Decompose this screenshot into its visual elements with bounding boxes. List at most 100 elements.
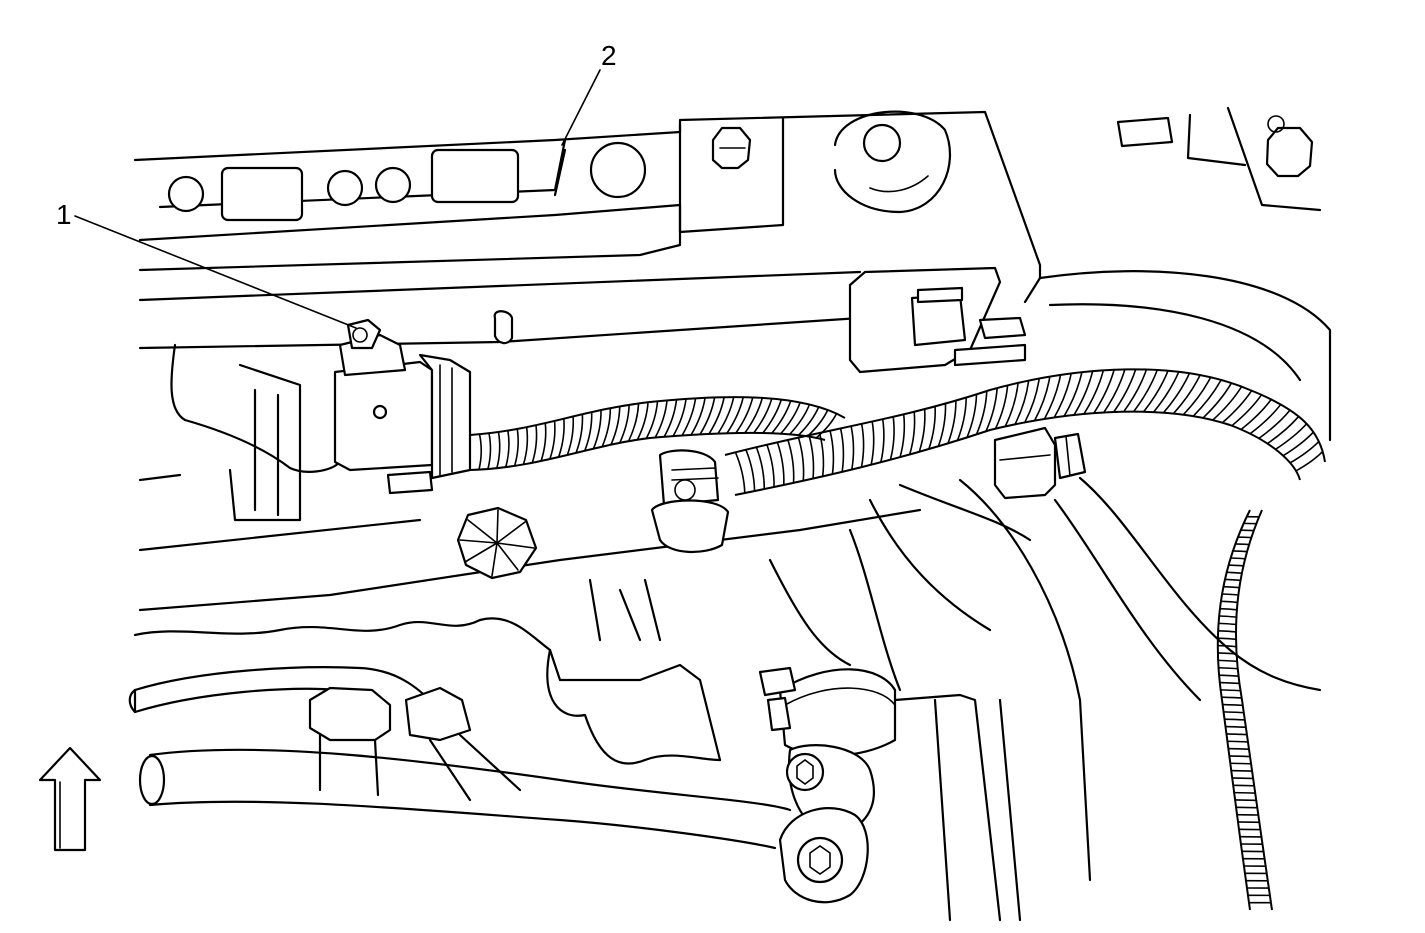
harness-rib bbox=[672, 398, 687, 437]
harness-rib bbox=[1219, 689, 1242, 692]
harness-rib bbox=[1224, 725, 1247, 729]
harness-rib bbox=[880, 418, 885, 464]
harness-rib bbox=[1014, 379, 1030, 426]
harness-rib bbox=[575, 413, 584, 454]
harness-rib bbox=[1033, 375, 1051, 422]
harness-rib bbox=[1217, 622, 1237, 626]
harness-rib bbox=[985, 387, 998, 433]
harness-rib bbox=[522, 426, 529, 466]
harness-rib bbox=[1230, 769, 1253, 772]
harness-rib bbox=[815, 412, 838, 439]
harness-rib bbox=[1218, 681, 1241, 685]
panel-bolt bbox=[711, 126, 752, 170]
harness-rib bbox=[1222, 711, 1245, 714]
vertical-conduit bbox=[1216, 509, 1273, 911]
harness-rib bbox=[1231, 777, 1254, 780]
up-arrow-icon bbox=[38, 746, 102, 852]
harness-rib bbox=[787, 439, 795, 484]
harness-rib bbox=[1225, 571, 1243, 574]
harness-rib bbox=[513, 428, 519, 467]
harness-rib bbox=[1152, 371, 1180, 413]
push-clip bbox=[456, 506, 538, 580]
harness-rib bbox=[726, 396, 745, 435]
harness-rib bbox=[1004, 382, 1019, 428]
harness-rib bbox=[889, 415, 895, 461]
harness-rib bbox=[755, 446, 766, 490]
harness-rib bbox=[601, 407, 612, 448]
harness-rib bbox=[1224, 578, 1242, 582]
harness-rib bbox=[1211, 385, 1243, 421]
harness-clip bbox=[650, 449, 730, 554]
harness-rib bbox=[1295, 450, 1324, 472]
hose-clamp bbox=[758, 666, 1002, 922]
harness-rib bbox=[1182, 376, 1212, 416]
harness-rib bbox=[1216, 644, 1238, 648]
harness-rib bbox=[1232, 550, 1248, 553]
harness-rib bbox=[1240, 398, 1273, 431]
harness-rib bbox=[1249, 403, 1282, 435]
harness-rib bbox=[752, 397, 773, 434]
harness-rib bbox=[1282, 431, 1315, 457]
harness-rib bbox=[788, 403, 811, 436]
harness-rib bbox=[610, 405, 621, 446]
harness-rib bbox=[627, 402, 640, 442]
harness-rib bbox=[1172, 374, 1201, 415]
harness-rib bbox=[478, 433, 483, 471]
engine-block bbox=[133, 528, 902, 765]
harness-rib bbox=[779, 401, 801, 435]
panel-slots bbox=[167, 141, 647, 222]
harness-rib bbox=[1043, 374, 1062, 420]
harness-rib bbox=[870, 420, 875, 466]
callout-2: 2 bbox=[601, 40, 617, 71]
harness-rib bbox=[1229, 557, 1246, 560]
harness-rib bbox=[618, 404, 630, 444]
harness-rib bbox=[1220, 600, 1239, 604]
harness-rib bbox=[770, 400, 792, 435]
harness-rib bbox=[1228, 755, 1251, 758]
harness-rib bbox=[1221, 703, 1244, 707]
harness-rib bbox=[566, 415, 575, 456]
harness-rib bbox=[1122, 368, 1148, 413]
harness-rib bbox=[540, 422, 547, 462]
harness-rib bbox=[592, 409, 602, 450]
harness-rib bbox=[1083, 369, 1105, 415]
harness-rib bbox=[549, 420, 556, 460]
harness-rib bbox=[1218, 615, 1238, 618]
harness-rib bbox=[663, 398, 678, 438]
harness-rib bbox=[1023, 377, 1041, 424]
harness-rib bbox=[956, 396, 968, 442]
harness-rib bbox=[1142, 369, 1169, 413]
wiring-harness bbox=[469, 368, 1326, 496]
harness-rib bbox=[966, 393, 978, 439]
harness-rib bbox=[1231, 394, 1263, 427]
lower-nut bbox=[308, 686, 522, 802]
harness-rib bbox=[994, 384, 1009, 430]
harness-rib bbox=[1221, 593, 1240, 596]
harness-rib bbox=[496, 431, 501, 469]
harness-rib bbox=[766, 443, 775, 488]
harness-rib bbox=[681, 397, 697, 437]
hoses bbox=[868, 476, 1322, 922]
harness-rib bbox=[504, 429, 510, 468]
harness-rib bbox=[734, 451, 746, 494]
harness-rib bbox=[636, 401, 649, 441]
harness-rib bbox=[1223, 718, 1246, 721]
harness-rib bbox=[699, 396, 716, 436]
harness-rib bbox=[1073, 370, 1094, 416]
harness-rib bbox=[937, 402, 947, 448]
rod-end bbox=[778, 744, 875, 904]
harness-rib bbox=[583, 411, 593, 452]
harness-rib bbox=[797, 436, 805, 482]
harness-rib bbox=[839, 427, 845, 473]
frame-rails bbox=[138, 270, 1332, 612]
harness-rib bbox=[1289, 440, 1320, 464]
harness-rib bbox=[1226, 740, 1249, 743]
harness-rib bbox=[1227, 564, 1245, 567]
harness-rib bbox=[1217, 659, 1238, 663]
harness-rib bbox=[918, 408, 926, 453]
harness-rib bbox=[1192, 379, 1222, 417]
harness-rib bbox=[645, 400, 659, 440]
harness-rib bbox=[1112, 368, 1137, 413]
harness-rib bbox=[1053, 372, 1072, 419]
